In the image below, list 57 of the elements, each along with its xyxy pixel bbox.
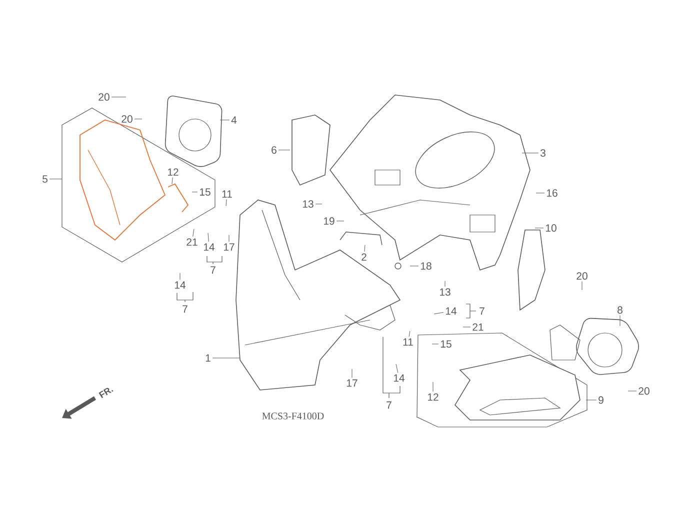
callout-number: 18 (420, 262, 432, 270)
callout-number: 7 (210, 266, 216, 274)
callout-number: 14 (446, 307, 457, 315)
callout-number: 4 (231, 116, 237, 124)
callout-number: 15 (440, 340, 452, 348)
leader-line (396, 364, 398, 373)
callout-number: 5 (42, 175, 48, 183)
callout-number: 2 (362, 253, 366, 261)
callout-number: 14 (174, 281, 186, 289)
leader-line (192, 228, 194, 237)
leader-line (49, 178, 62, 180)
direction-label: FR. (98, 388, 114, 398)
leader-line (536, 192, 545, 194)
callout-number: 11 (403, 338, 413, 346)
callout-number: 12 (168, 168, 178, 176)
callout-number: 13 (302, 200, 314, 208)
leader-line (336, 220, 344, 222)
leader-line (444, 280, 446, 287)
leader-line (364, 244, 366, 252)
leader-line (228, 234, 230, 242)
callout-number: 8 (618, 306, 622, 314)
leader-line (628, 390, 637, 392)
callout-number: 10 (546, 224, 556, 232)
callout-number: 6 (272, 146, 276, 154)
callout-number: 3 (540, 149, 546, 157)
callout-number: 20 (98, 93, 110, 101)
callout-number: 7 (480, 307, 484, 315)
leader-line (522, 152, 539, 154)
callout-number: 14 (204, 243, 215, 251)
leader-line (172, 177, 173, 184)
leader-line (226, 199, 227, 206)
callout-number: 12 (428, 393, 438, 401)
callout-number: 20 (638, 387, 650, 395)
callout-number: 17 (224, 243, 234, 251)
callout-number: 9 (598, 396, 604, 404)
callout-number: 1 (206, 354, 210, 362)
leader-line (111, 96, 126, 98)
callout-number: 14 (394, 374, 405, 382)
leader-line (208, 232, 209, 242)
callout-number: 19 (324, 217, 334, 225)
leader-line (462, 326, 471, 328)
leader-line (134, 118, 142, 120)
callout-number: 15 (200, 188, 210, 196)
callout-number: 13 (440, 288, 450, 296)
callout-number: 7 (182, 305, 188, 313)
callout-number: 21 (186, 238, 198, 246)
callout-number: 11 (222, 190, 232, 198)
callout-number: 21 (472, 323, 484, 331)
callout-number: 20 (122, 115, 132, 123)
callout-number: 7 (386, 401, 392, 409)
callout-number: 17 (346, 379, 358, 387)
callout-number: 20 (576, 272, 588, 280)
callout-number: 16 (546, 189, 558, 197)
leader-line (434, 312, 444, 314)
leader-line (408, 330, 410, 337)
drawing-code: MCS3-F4100D (262, 412, 324, 420)
leader-line (432, 382, 434, 392)
